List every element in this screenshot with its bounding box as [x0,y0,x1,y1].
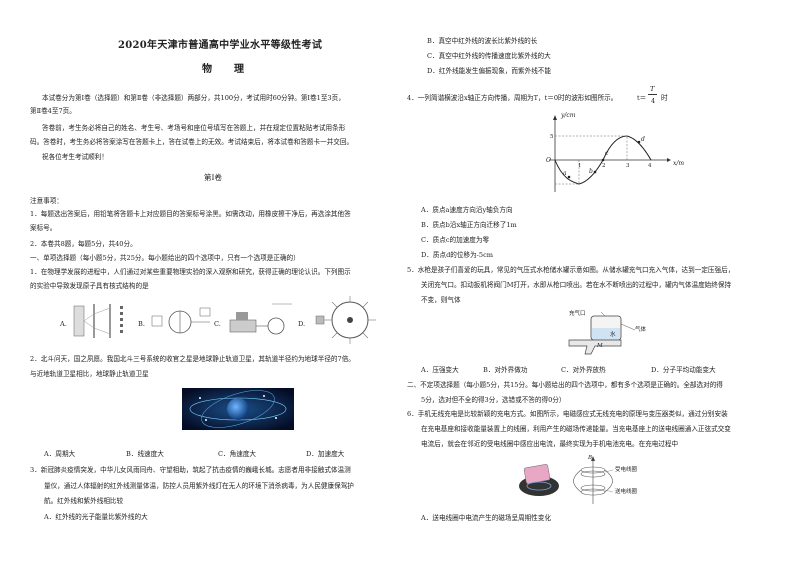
q2-option-a: A．周期大 [44,450,76,458]
q4-option-d: D．质点d的位移为-5cm [421,251,494,259]
q2-option-b: B．线速度大 [126,450,164,458]
q2-option-d: D．加速度大 [306,450,345,458]
notes-title: 注意事项： [30,197,63,205]
wireless-charging-figure [519,456,614,504]
q3-option-b: B．真空中红外线的波长比紫外线的长 [427,37,538,45]
point-d [637,140,641,144]
graph-point-a-label: a [563,170,567,177]
q1-option-d: D. [298,320,306,328]
q2-option-c: C．角速度大 [218,450,257,458]
graph-point-b-label: b [589,168,593,175]
q3-option-a: A．红外线的光子能量比紫外线的大 [44,513,148,521]
water-gun-figure [568,311,636,355]
q4-time-suffix: 时 [661,94,668,102]
q1-option-c: C. [214,320,221,328]
q3-stem-3: 航。红外线和紫外线相比较 [44,497,124,505]
fraction-bar [648,94,657,95]
q1-option-a: A. [60,320,67,328]
y-axis-arrow [553,115,557,120]
note-line-3: 2．本卷共8题，每题5分，共40分。 [30,240,137,248]
q5-stem-2: 关闭充气口。扣动扳机将阀门M打开，水即从枪口喷出。若在水不断喷出的过程中，罐内气… [421,281,732,289]
q6-stem-1: 6．手机无线充电是比较新颖的充电方式。如图所示，电磁感应式无线充电的原理与变压器… [407,410,728,418]
graph-tick-2: 2 [602,163,606,169]
q4-time-prefix: t＝ [637,94,647,102]
label-water: 水 [610,332,616,338]
q1-stem-1: 1．在物理学发展的进程中，人们通过对某些重要物理实验的深入观察和研究，获得正确的… [30,268,351,276]
q5-option-c: C．对外界放热 [561,366,606,374]
graph-tick-4: 4 [648,163,652,169]
q4-stem: 4．一列简谐横波沿x轴正方向传播，周期为T，t＝0时的波形如图所示。 [407,94,618,102]
label-receive-coil: 受电线圈 [615,467,638,473]
note-line-4: 一、单项选择题（每小题5分，共25分。每小题给出的四个选项中，只有一个选项是正确… [30,254,300,262]
label-inlet: 充气口 [569,311,586,317]
q2-stem-2: 与近地轨道卫星相比，地球静止轨道卫星 [30,370,149,378]
q5-option-a: A．压强变大 [421,366,459,374]
note-line-2: 案标号。 [30,224,57,232]
q3-stem-1: 3．新冠肺炎疫情突发，中华儿女风雨同舟、守望相助，筑起了抗击疫情的巍峨长城。志愿… [30,466,351,474]
q4-option-a: A．质点a速度方向沿y轴负方向 [421,206,513,214]
intro-line-4: 码。答卷时，考生务必将答案涂写在答题卡上，答在试卷上的无效。考试结束后，将本试卷… [30,138,354,146]
intro-line-3: 答卷前，考生务必将自己的姓名、考生号、考场号和座位号填写在答题上，并在规定位置粘… [42,124,346,132]
intro-line-5: 祝各位考生考试顺利！ [42,153,108,161]
q3-option-d: D．红外线能发生偏振现象，而紫外线不能 [427,67,551,75]
q4-option-b: B．质点b沿x轴正方向迁移了1m [421,221,517,229]
q6-option-a: A．送电线圈中电流产生的磁场呈周期性变化 [421,514,552,522]
section-2-heading-2: 5分，选对但不全的得3分，选错或不答的得0分） [421,396,566,404]
q1-stem-2: 的实验中导致发现原子具有核式结构的是 [30,282,149,290]
wave-graph [549,115,671,192]
photoelectric-figure [151,307,211,334]
graph-tick-5: 5 [550,134,554,140]
intro-line-1: 本试卷分为第Ⅰ卷（选择题）和第Ⅱ卷（非选择题）两部分，共100分，考试用时60分… [42,94,345,102]
note-line-1: 1．每题选出答案后，用铅笔将答题卡上对应题目的答案标号涂黑。如需改动，用橡皮擦干… [30,210,351,218]
label-send-coil: 送电线圈 [615,489,638,495]
label-field: B [588,455,593,461]
label-valve: M [597,343,603,349]
q5-option-d: D．分子平均动能变大 [651,366,716,374]
graph-x-label: x/m [673,160,685,167]
q1-option-b: B. [138,320,145,328]
q3-stem-2: 量仪，通过人体辐射的红外线测量体温，防控人员用紫外线灯在无人的环境下消杀病毒，为… [44,482,354,490]
section-2-heading-1: 二、不定项选择题（每小题5分，共15分。每小题给出的四个选项中，都有多个选项是正… [407,381,723,389]
x-axis-arrow [667,158,671,162]
q6-stem-3: 电流后，就会在邻近的受电线圈中感应出电流，最终实现为手机电池充电。在充电过程中 [421,440,679,448]
label-gas: 气体 [635,327,647,333]
intro-line-2: 第Ⅱ卷4至7页。 [30,107,76,115]
double-slit-figure [73,304,123,338]
graph-tick-3: 3 [626,163,630,169]
point-b [593,170,597,174]
q2-stem-1: 2．北斗问天，国之夙愿。我国北斗三号系统的收官之星是地球静止轨道卫星，其轨道半径… [30,355,355,363]
satellite-earth-image [182,388,294,430]
induction-figure [229,303,292,335]
point-a [567,175,571,179]
section-1-heading: 第Ⅰ卷 [204,173,222,182]
q4-time-denominator: 4 [651,97,656,105]
point-c [601,158,605,162]
exam-title: 2020年天津市普通高中学业水平等级性考试 [118,40,323,51]
graph-tick-1: 1 [578,163,582,169]
q5-stem-1: 5．水枪是孩子们喜爱的玩具，常见的气压式水枪储水罐示意如图。从储水罐充气口充入气… [407,266,735,274]
graph-origin: O [546,157,551,164]
q4-option-c: C．质点c的加速度为零 [421,236,490,244]
graph-y-label: y/cm [561,112,576,119]
graph-point-c-label: c [605,150,609,157]
q6-stem-2: 在充电基座和接收能量装置上的线圈，利用产生的磁场传递能量。当充电基座上的送电线圈… [421,425,731,433]
subject-title: 物 理 [202,64,250,75]
q5-option-b: B．对外界做功 [483,366,528,374]
q4-time-numerator: T [650,85,655,93]
q3-option-c: C．真空中红外线的传播速度比紫外线的大 [427,52,551,60]
alpha-scattering-figure [315,296,376,344]
graph-point-d-label: d [641,136,645,143]
q5-stem-3: 不变，则气体 [421,296,461,304]
